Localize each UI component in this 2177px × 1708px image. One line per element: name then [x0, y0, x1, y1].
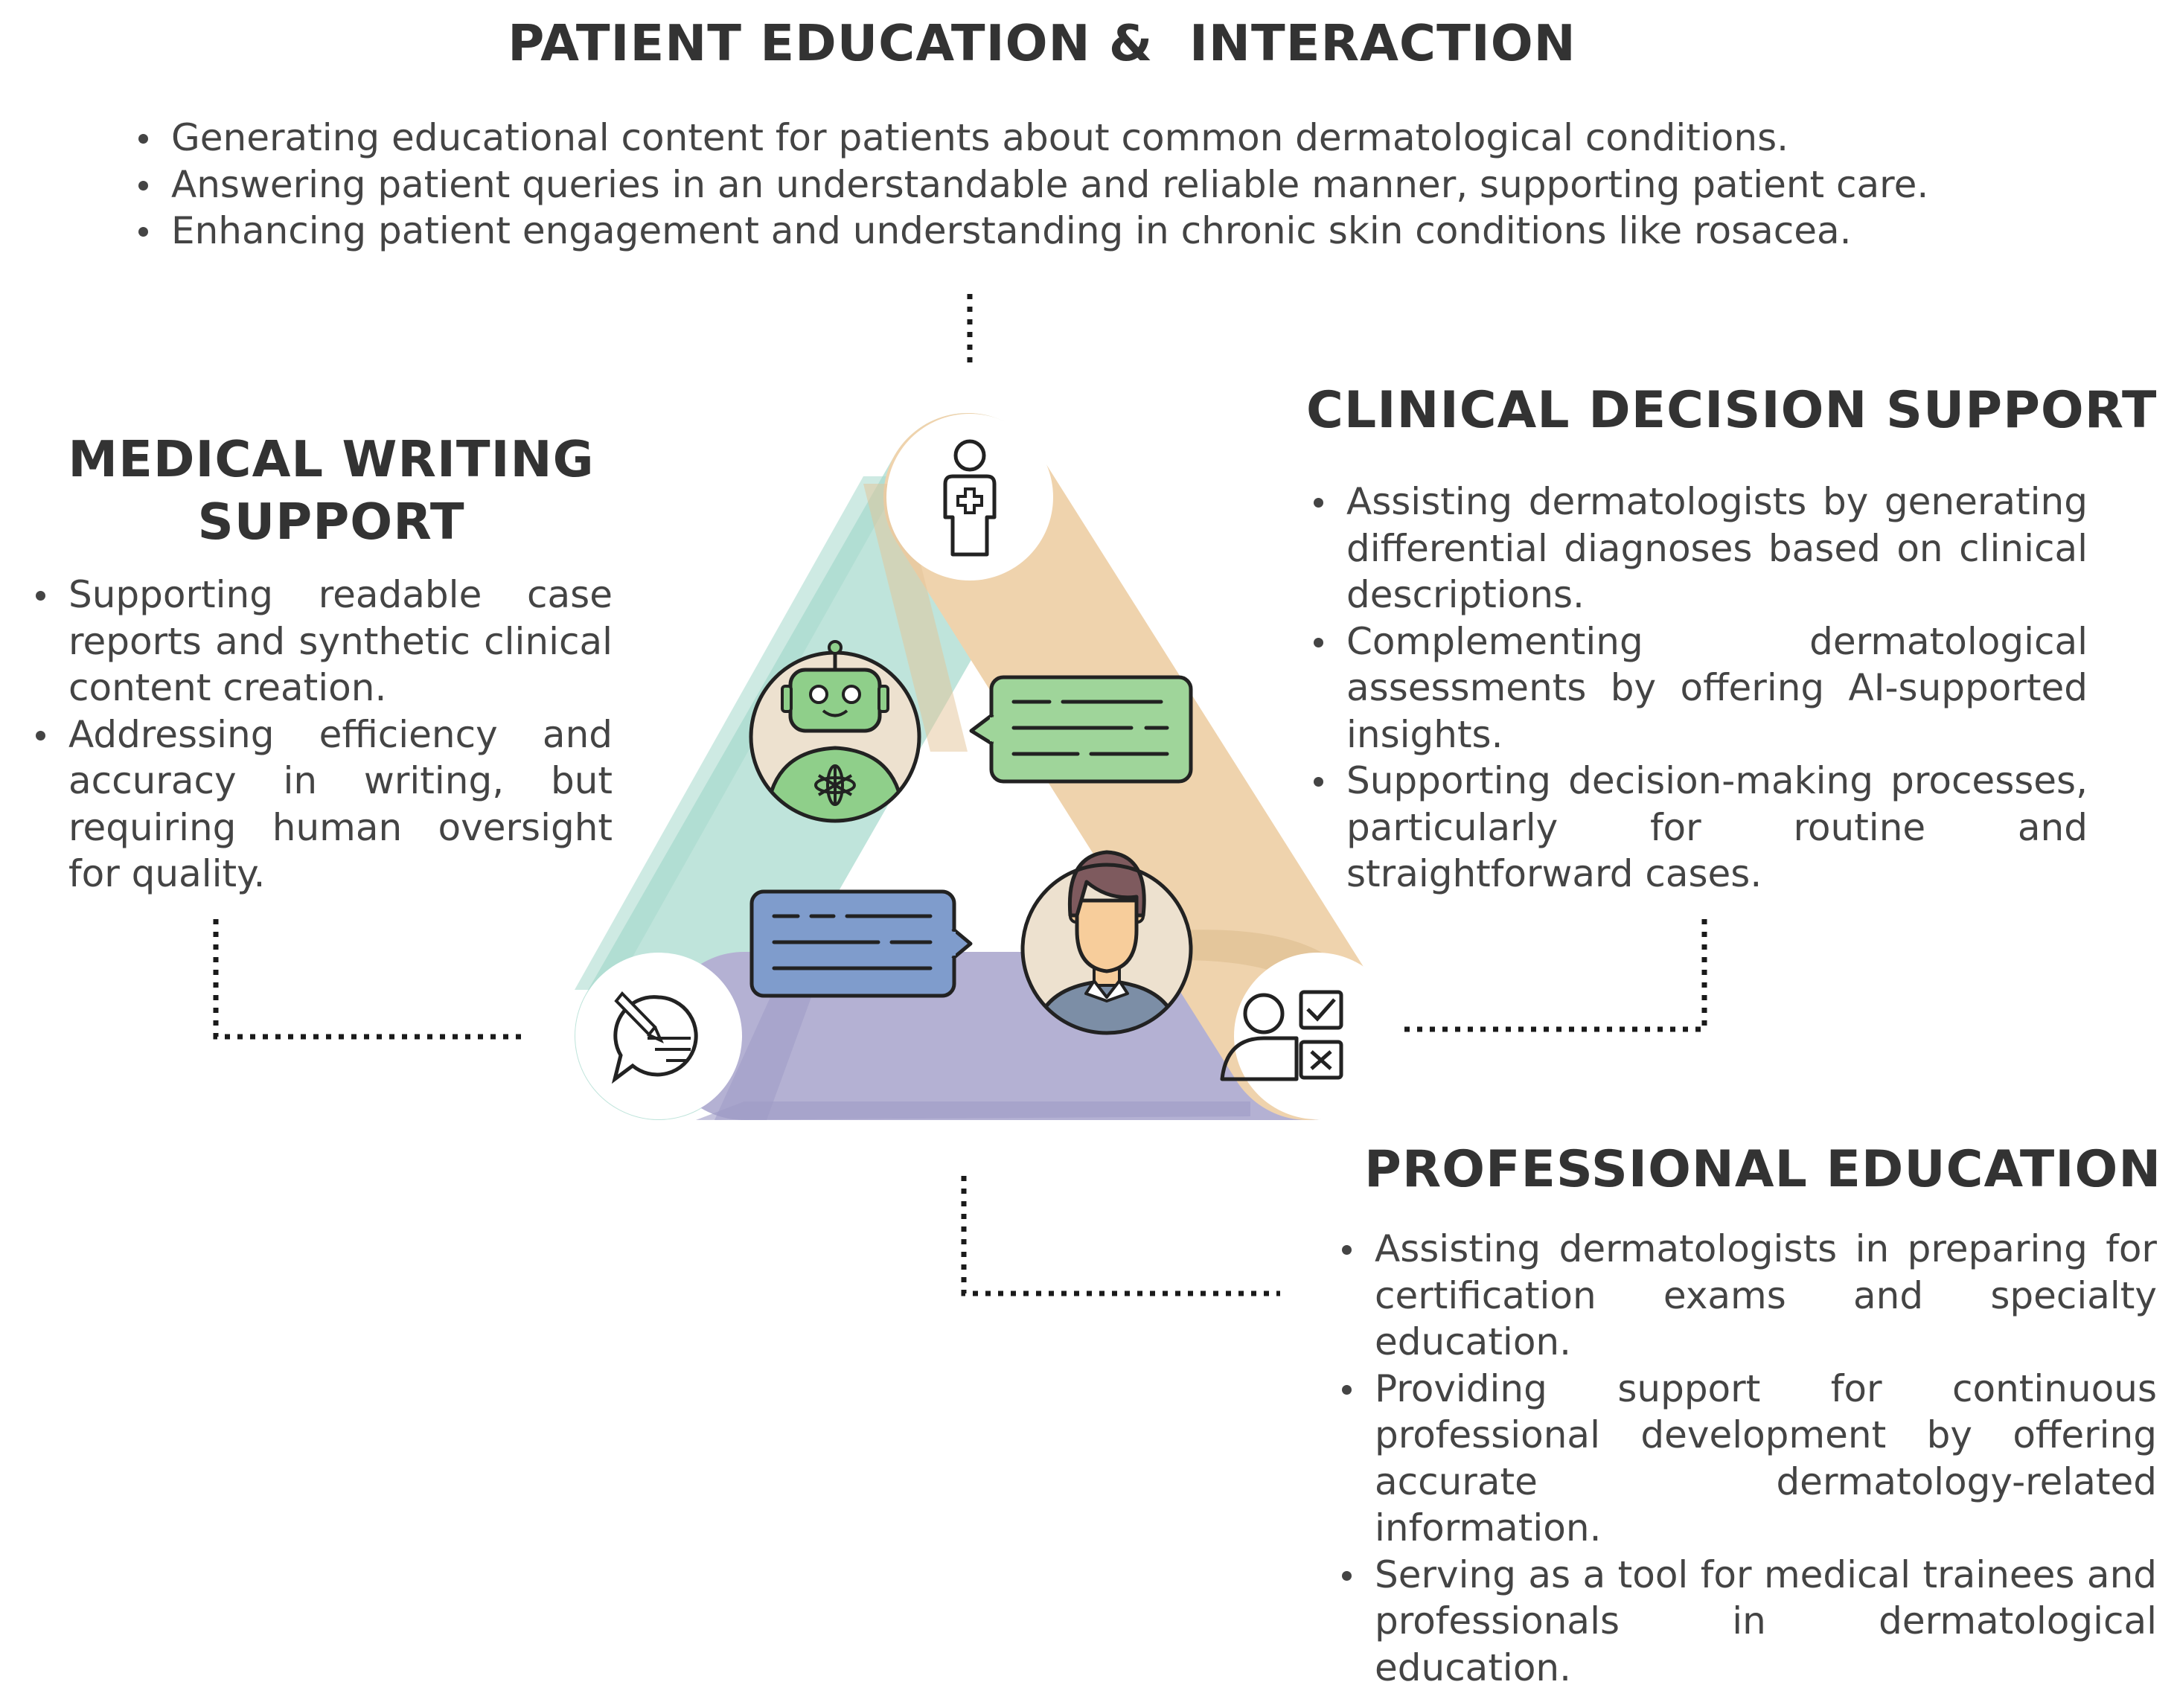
medical-writing-title-line2: SUPPORT: [197, 493, 465, 551]
person-avatar-icon: [1020, 850, 1193, 1035]
list-item: Answering patient queries in an understa…: [132, 161, 2068, 208]
list-item: Addressing efficiency and accuracy in wr…: [30, 711, 613, 898]
list-item: Assisting dermatologists by generating d…: [1308, 479, 2088, 618]
medical-writing-title-line1: MEDICAL WRITING: [68, 430, 595, 488]
connector-right: [1396, 919, 1707, 1032]
medical-writing-title: MEDICAL WRITING SUPPORT: [45, 428, 618, 553]
list-item: Supporting decision-making processes, pa…: [1308, 758, 2088, 898]
list-item: Providing support for continuous profess…: [1336, 1366, 2157, 1552]
clinical-decision-title: CLINICAL DECISION SUPPORT: [1306, 381, 2158, 440]
list-item: Serving as a tool for medical trainees a…: [1336, 1552, 2157, 1692]
connector-lines: [213, 294, 1707, 1296]
list-item: Enhancing patient engagement and underst…: [132, 208, 2068, 255]
patient-education-title: PATIENT EDUCATION & INTERACTION: [508, 14, 1576, 72]
professional-education-list: Assisting dermatologists in preparing fo…: [1336, 1226, 2157, 1691]
list-item: Assisting dermatologists in preparing fo…: [1336, 1226, 2157, 1366]
list-item: Supporting readable case reports and syn…: [30, 572, 613, 711]
medical-writing-list: Supporting readable case reports and syn…: [30, 572, 613, 898]
chat-bubble-blue-icon: [749, 889, 973, 998]
connector-left: [213, 919, 528, 1040]
doctor-icon: [886, 414, 1053, 580]
robot-icon: [749, 640, 921, 823]
list-item: Generating educational content for patie…: [132, 115, 2068, 161]
writing-chat-icon: [575, 953, 742, 1119]
patient-education-list: Generating educational content for patie…: [132, 115, 2068, 255]
assessment-checklist-icon: [1220, 953, 1401, 1119]
professional-education-title: PROFESSIONAL EDUCATION: [1364, 1140, 2162, 1199]
connector-bottom: [961, 1176, 1280, 1296]
clinical-decision-list: Assisting dermatologists by generating d…: [1308, 479, 2088, 898]
list-item: Complementing dermatological assessments…: [1308, 618, 2088, 758]
chat-bubble-green-icon: [969, 675, 1193, 784]
